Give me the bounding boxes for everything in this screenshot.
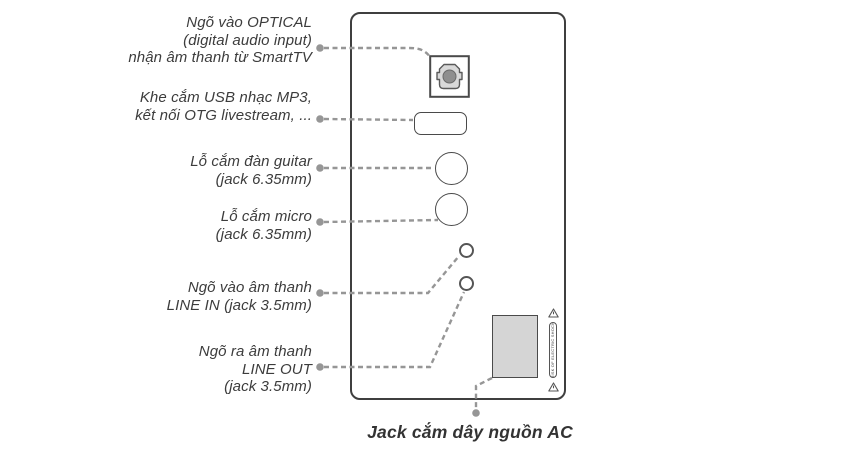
callout-line: (jack 3.5mm) <box>224 378 312 395</box>
callout-line: Ngõ vào âm thanh <box>187 279 312 296</box>
leader-dot-usb <box>316 115 324 123</box>
warning-text: RISK OF ELECTRIC SHOCK <box>550 322 555 378</box>
leader-dot-optical <box>316 44 324 52</box>
callout-line: nhận âm thanh từ SmartTV <box>128 49 312 66</box>
warning-text-pill: RISK OF ELECTRIC SHOCK <box>549 322 557 378</box>
callout-line-out: Ngõ ra âm thanh LINE OUT (jack 3.5mm) <box>0 343 312 396</box>
callout-usb: Khe cắm USB nhạc MP3, kết nối OTG livest… <box>0 89 312 124</box>
usb-port-icon <box>414 112 467 135</box>
callout-line: (digital audio input) <box>183 31 312 49</box>
callout-optical: Ngõ vào OPTICAL (digital audio input) nh… <box>0 14 312 67</box>
micro-jack-icon <box>434 192 468 226</box>
leader-dot-ac-in <box>472 409 480 417</box>
callout-line: Ngõ vào OPTICAL <box>186 14 312 31</box>
callout-line: Lỗ cắm đàn guitar <box>190 153 312 170</box>
leader-dot-line-out <box>316 363 324 371</box>
line-out-jack-icon <box>458 275 474 291</box>
callout-line: (jack 6.35mm) <box>215 225 312 243</box>
electric-shock-warning-strip: RISK OF ELECTRIC SHOCK <box>546 308 560 392</box>
callout-line: (jack 6.35mm) <box>215 170 312 188</box>
callout-line: LINE IN (jack 3.5mm) <box>166 296 312 314</box>
callout-line: kết nối OTG livestream, ... <box>135 106 312 124</box>
line-in-jack-icon <box>458 242 474 258</box>
optical-port-icon <box>429 55 470 98</box>
callout-line: Ngõ ra âm thanh <box>198 343 312 360</box>
callout-line: LINE OUT <box>242 360 312 378</box>
callout-line: Khe cắm USB nhạc MP3, <box>139 89 312 106</box>
callout-line-in: Ngõ vào âm thanh LINE IN (jack 3.5mm) <box>0 279 312 314</box>
callout-micro: Lỗ cắm micro (jack 6.35mm) <box>0 208 312 243</box>
leader-dot-guitar <box>316 164 324 172</box>
leader-dot-micro <box>316 218 324 226</box>
guitar-jack-icon <box>434 151 468 185</box>
callout-line: Lỗ cắm micro <box>220 208 312 225</box>
warning-triangle-icon <box>547 308 559 318</box>
callout-guitar: Lỗ cắm đàn guitar (jack 6.35mm) <box>0 153 312 188</box>
warning-triangle-icon <box>547 382 559 392</box>
ac-in-socket-icon <box>492 315 538 378</box>
ac-power-caption: Jack cắm dây nguồn AC <box>367 422 573 442</box>
leader-dot-line-in <box>316 289 324 297</box>
